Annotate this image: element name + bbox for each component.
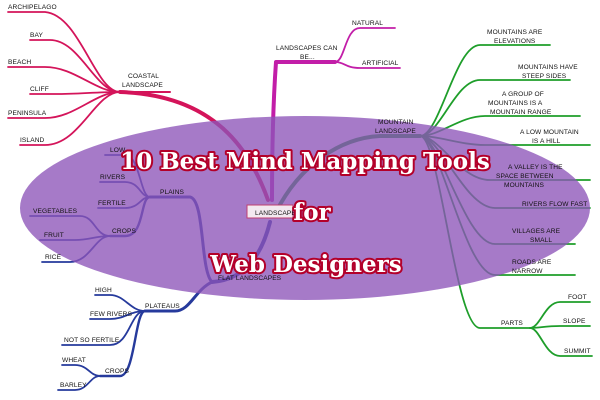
parts-item-summit: SUMMIT <box>564 348 591 355</box>
can-be-item-artificial: ARTIFICIAL <box>362 60 399 67</box>
plateaus-item-high: HIGH <box>95 287 112 294</box>
plateaus-line-high <box>94 294 146 312</box>
plateaus-crops-item-barley: BARLEY <box>60 382 87 389</box>
mountain-item-2-line1: MOUNTAINS HAVE <box>518 64 578 71</box>
plateaus-to-crops <box>98 309 147 378</box>
title-line-2: for <box>293 199 331 226</box>
mountain-item-3-line2: MOUNTAINS IS A <box>488 100 543 107</box>
plains-crops-item-vegetables: VEGETABLES <box>33 208 78 215</box>
plains-crops-item-rice: RICE <box>45 254 62 261</box>
parts-item-foot: FOOT <box>568 294 587 301</box>
plateaus-item-few-rivers: FEW RIVERS <box>90 311 133 318</box>
mountain-item-5-line2: SPACE BETWEEN <box>496 173 554 180</box>
flat-label: FLAT LANDSCAPES <box>218 275 282 282</box>
mountain-item-5-line1: A VALLEY IS THE <box>508 164 563 171</box>
center-node-label: LANDSCAPES <box>255 210 301 217</box>
parts-item-slope: SLOPE <box>563 318 586 325</box>
center-node-box <box>246 204 294 219</box>
title-line-3: Web Designers <box>209 251 401 278</box>
parts-line-slope <box>529 325 591 329</box>
coastal-item-archipelago: ARCHIPELAGO <box>8 4 57 11</box>
mountain-label-line2: LANDSCAPE <box>375 128 416 135</box>
can-be-line-natural <box>334 27 396 63</box>
plateaus-crops-label: CROPS <box>105 368 129 375</box>
mountain-item-6: RIVERS FLOW FAST <box>522 201 587 208</box>
coastal-item-cliff: CLIFF <box>30 86 49 93</box>
plains-crops-item-fruit: FRUIT <box>44 232 64 239</box>
plateaus-item-not-so-fertile: NOT SO FERTILE <box>64 337 120 344</box>
coastal-line-beach <box>7 66 121 93</box>
mountain-item-3-line3: MOUNTAIN RANGE <box>490 109 552 116</box>
coastal-line-peninsula <box>7 91 121 119</box>
can-be-label-line1: LANDSCAPES CAN <box>276 45 338 52</box>
coastal-label-line2: LANDSCAPE <box>122 82 163 89</box>
coastal-line-bay <box>29 39 121 93</box>
plateaus-crops-line-wheat <box>61 364 101 377</box>
plateaus-crops-item-wheat: WHEAT <box>62 357 86 364</box>
can-be-label-line2: BE... <box>300 54 315 61</box>
coastal-item-beach: BEACH <box>8 59 31 66</box>
mountain-item-3-line1: A GROUP OF <box>502 91 544 98</box>
plains-item-low: LOW <box>110 147 126 154</box>
mountain-item-4-line2: IS A HILL <box>532 138 561 145</box>
plains-item-rivers: RIVERS <box>100 174 126 181</box>
mountain-item-8-line2: NARROW <box>512 268 543 275</box>
mountain-item-5-line3: MOUNTAINS <box>504 182 544 189</box>
mountain-item-7-line1: VILLAGES ARE <box>512 228 561 235</box>
plains-label: PLAINS <box>160 189 185 196</box>
coastal-line-archipelago <box>7 11 121 93</box>
parts-label: PARTS <box>501 320 523 327</box>
can-be-line-artificial <box>334 61 401 69</box>
plateaus-crops-line-barley <box>57 375 101 391</box>
title-line-1: 10 Best Mind Mapping Tools <box>120 148 490 175</box>
mountain-item-1-line1: MOUNTAINS ARE <box>487 29 543 36</box>
mountain-item-2-line2: STEEP SIDES <box>522 73 567 80</box>
parts-line-summit <box>529 327 593 357</box>
coastal-item-bay: BAY <box>30 32 44 39</box>
plains-item-fertile: FERTILE <box>98 200 126 207</box>
mountain-item-7-line2: SMALL <box>530 237 552 244</box>
plateaus-label: PLATEAUS <box>145 303 180 310</box>
mountain-item-1-line2: ELEVATIONS <box>494 38 536 45</box>
mountain-item-4-line1: A LOW MOUNTAIN <box>520 129 579 136</box>
coastal-item-peninsula: PENINSULA <box>8 110 47 117</box>
plains-crops-label: CROPS <box>112 228 136 235</box>
coastal-line-island <box>19 91 121 146</box>
plateaus-line-not-so-fertile <box>61 310 146 346</box>
coastal-label-line1: COASTAL <box>128 73 159 80</box>
title-overlay-ellipse <box>20 116 590 300</box>
mountain-item-8-line1: ROADS ARE <box>512 259 552 266</box>
can-be-item-natural: NATURAL <box>352 20 383 27</box>
mountain-label-line1: MOUNTAIN <box>378 119 414 126</box>
coastal-item-island: ISLAND <box>20 137 45 144</box>
